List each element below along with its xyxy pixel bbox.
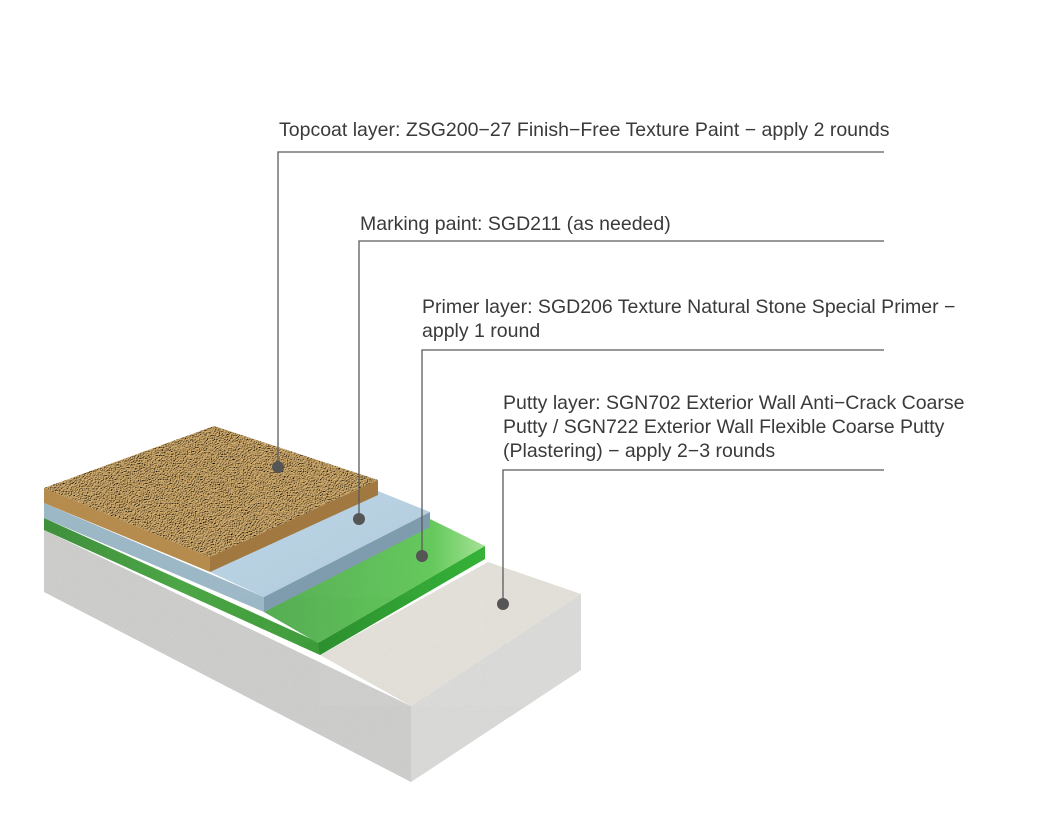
substrate-block <box>44 530 581 782</box>
marker-dots <box>272 461 509 610</box>
marker-dot-primer <box>416 550 428 562</box>
topcoat-left-edge <box>44 488 210 572</box>
leader-lines <box>277 151 884 604</box>
putty-top-surface <box>320 562 581 706</box>
marking-layer <box>44 491 430 612</box>
leader-line-marking <box>358 240 884 519</box>
topcoat-top-surface <box>44 426 378 557</box>
leader-line-putty <box>502 469 884 604</box>
leader-line-topcoat <box>277 151 884 467</box>
topcoat-front-face <box>210 480 378 572</box>
marker-dot-putty <box>497 598 509 610</box>
primer-layer <box>44 518 485 655</box>
substrate-left-face <box>44 530 411 782</box>
label-putty: Putty layer: SGN702 Exterior Wall Anti−C… <box>503 392 965 462</box>
label-marking-paint: Marking paint: SGD211 (as needed) <box>360 213 671 235</box>
label-primer: Primer layer: SGD206 Texture Natural Sto… <box>422 296 956 342</box>
marking-left-edge <box>44 503 264 612</box>
topcoat-layer <box>44 426 378 572</box>
marker-dot-marking <box>353 513 365 525</box>
leader-line-primer <box>421 349 884 556</box>
primer-top-surface <box>264 518 485 643</box>
label-topcoat: Topcoat layer: ZSG200−27 Finish−Free Tex… <box>279 119 890 141</box>
marker-dot-topcoat <box>272 461 284 473</box>
marking-top-surface <box>210 491 430 597</box>
marking-front-face <box>264 512 430 612</box>
primer-left-edge <box>44 518 320 655</box>
substrate-front-face <box>411 594 581 782</box>
primer-front-face <box>318 546 485 655</box>
